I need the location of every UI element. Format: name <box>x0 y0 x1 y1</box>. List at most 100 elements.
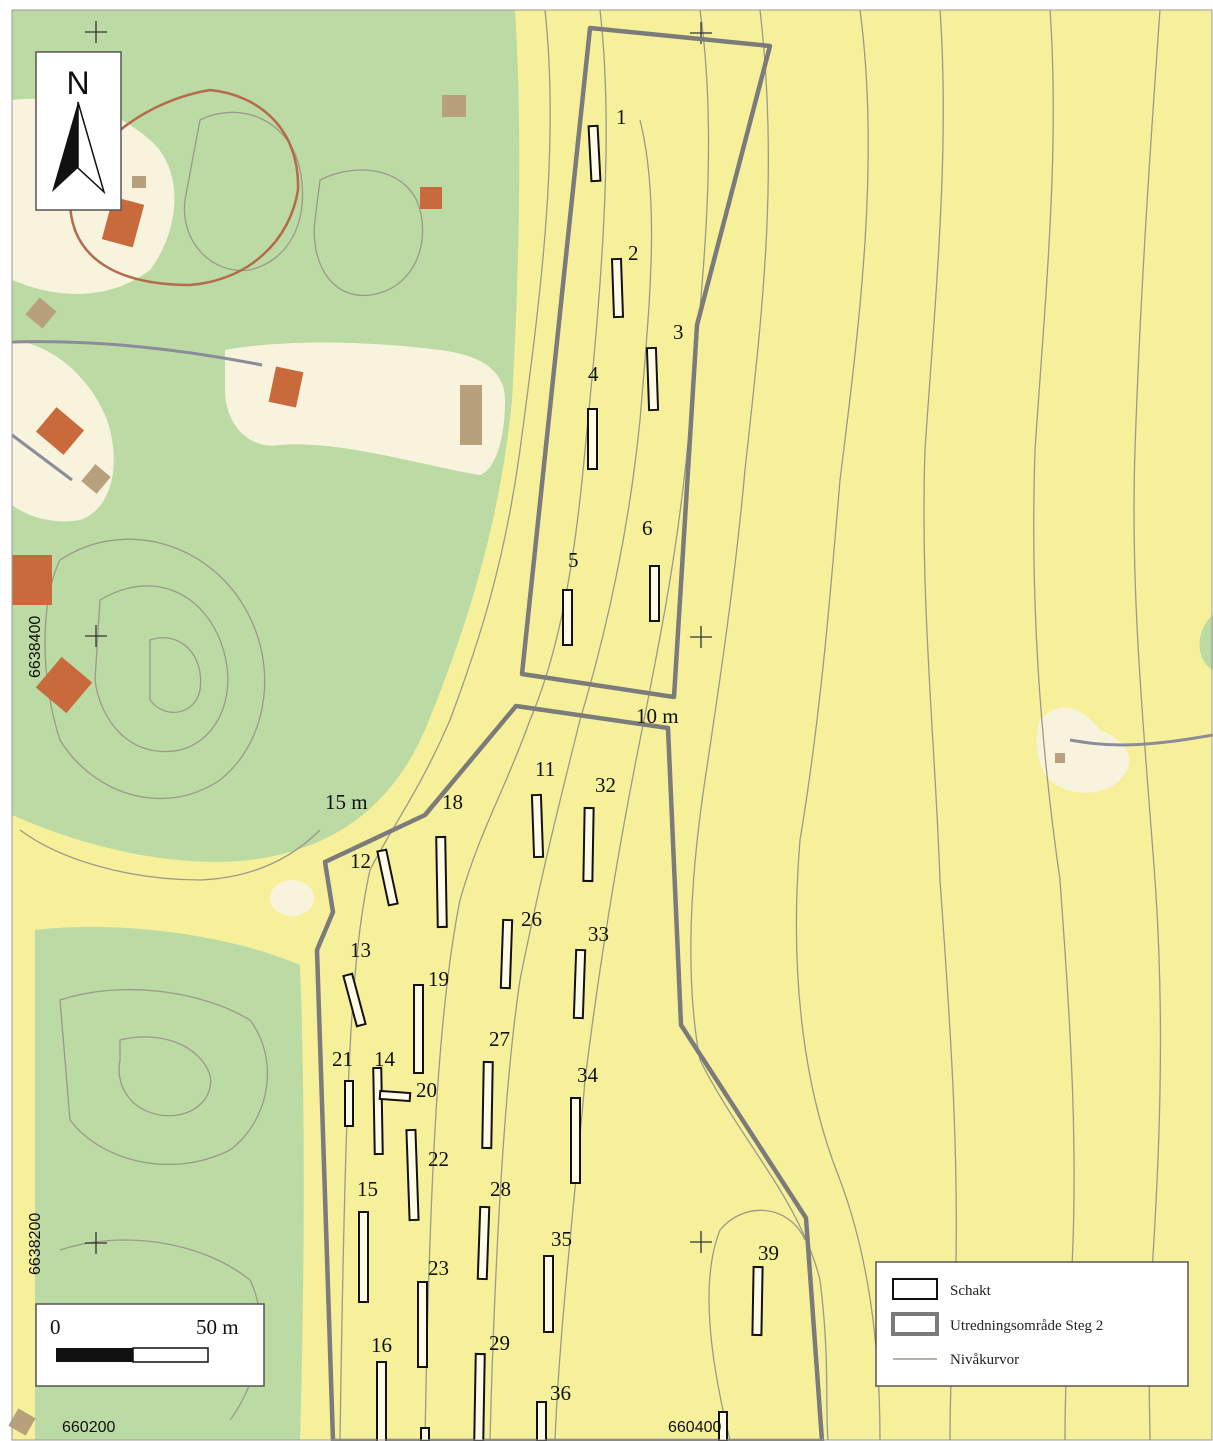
forest-edge-east <box>1199 615 1213 670</box>
trenches: 1234561112131415161819202122232627282932… <box>332 105 779 1441</box>
trench-label-21: 21 <box>332 1047 353 1071</box>
trench-label-2: 2 <box>628 241 639 265</box>
outbuilding <box>1055 753 1065 763</box>
trench-1[interactable] <box>587 124 602 183</box>
open-land-5 <box>270 880 314 916</box>
outbuilding <box>25 297 57 329</box>
trench-29[interactable] <box>473 1352 486 1441</box>
legend-label-area: Utredningsområde Steg 2 <box>950 1318 1103 1334</box>
coordinate-y-6638200: 6638200 <box>27 1213 44 1275</box>
trench-label-26: 26 <box>521 907 542 931</box>
trench-5[interactable] <box>562 589 573 646</box>
coordinate-x-660200: 660200 <box>62 1419 115 1436</box>
legend-swatch-trench <box>892 1278 938 1300</box>
coordinate-y-6638400: 6638400 <box>27 616 44 678</box>
scale-start-label: 0 <box>50 1315 61 1339</box>
trench-26[interactable] <box>499 918 514 990</box>
survey-area-north <box>519 25 773 700</box>
outbuilding <box>8 1408 36 1436</box>
trench-label-27: 27 <box>489 1027 510 1051</box>
north-arrow: N <box>35 51 122 211</box>
trench-label-12: 12 <box>350 849 371 873</box>
trench-15[interactable] <box>358 1211 369 1303</box>
outbuilding <box>442 95 466 117</box>
building <box>35 407 85 455</box>
scale-bar-white <box>132 1347 209 1363</box>
trench-6[interactable] <box>649 565 660 622</box>
trench-35[interactable] <box>543 1255 554 1333</box>
legend-swatch-area <box>891 1312 939 1336</box>
open-land-4 <box>1036 707 1130 793</box>
trench-33[interactable] <box>572 948 587 1020</box>
trench-19[interactable] <box>413 984 424 1074</box>
trench-label-35: 35 <box>551 1227 572 1251</box>
roads <box>11 340 1213 747</box>
building <box>420 187 442 209</box>
north-arrow-icon <box>52 102 78 192</box>
trench-label-1: 1 <box>616 105 627 129</box>
trench-23[interactable] <box>417 1281 428 1368</box>
trench-27[interactable] <box>481 1060 494 1150</box>
trench-label-22: 22 <box>428 1147 449 1171</box>
trench-32[interactable] <box>582 806 595 883</box>
trench-label-29: 29 <box>489 1331 510 1355</box>
trench-label-39: 39 <box>758 1241 779 1265</box>
legend-label-trench: Schakt <box>950 1283 992 1299</box>
trench-21[interactable] <box>344 1080 354 1127</box>
outbuilding <box>132 176 146 188</box>
trench-20[interactable] <box>378 1089 412 1103</box>
contour-label-10m: 10 m <box>636 704 679 728</box>
building <box>12 555 52 605</box>
trench-18[interactable] <box>435 835 448 929</box>
outbuilding <box>81 464 111 494</box>
trench-14[interactable] <box>372 1066 384 1156</box>
trench-12[interactable] <box>376 848 399 907</box>
trench-label-19: 19 <box>428 967 449 991</box>
trench-label-15: 15 <box>357 1177 378 1201</box>
trench-4[interactable] <box>587 408 598 470</box>
trench-3[interactable] <box>645 346 660 412</box>
trench-label-23: 23 <box>428 1256 449 1280</box>
trench-label-20: 20 <box>416 1078 437 1102</box>
trench-label-4: 4 <box>588 362 599 386</box>
trench-label-18: 18 <box>442 790 463 814</box>
buildings <box>8 95 1065 1436</box>
survey-area-south <box>314 703 825 1441</box>
trench-label-6: 6 <box>642 516 653 540</box>
contour-label-15m: 15 m <box>325 790 368 814</box>
scale-end-label: 50 m <box>196 1315 239 1339</box>
trench-label-32: 32 <box>595 773 616 797</box>
trench-11[interactable] <box>530 793 545 859</box>
north-letter: N <box>66 65 89 101</box>
trench-label-14: 14 <box>374 1047 396 1071</box>
north-arrow-outline <box>77 101 106 195</box>
trench-label-36: 36 <box>550 1381 571 1405</box>
trench-partial[interactable] <box>718 1411 728 1441</box>
building <box>35 656 93 714</box>
building <box>268 366 304 408</box>
map-frame <box>11 9 1213 1441</box>
trench-label-3: 3 <box>673 320 684 344</box>
trench-label-16: 16 <box>371 1333 392 1357</box>
scale-bar-box <box>35 1303 265 1387</box>
legend: Schakt Utredningsområde Steg 2 Nivåkurvo… <box>875 1261 1189 1387</box>
scale-bar-black <box>56 1348 133 1362</box>
scale-bar: 0 50 m <box>35 1303 265 1387</box>
legend-label-contour: Nivåkurvor <box>950 1352 1019 1368</box>
trench-36[interactable] <box>536 1401 547 1441</box>
trench-28[interactable] <box>476 1205 491 1281</box>
trench-partial[interactable] <box>420 1427 430 1441</box>
trench-label-34: 34 <box>577 1063 599 1087</box>
outbuilding <box>460 385 482 445</box>
trench-2[interactable] <box>610 257 625 319</box>
trench-label-33: 33 <box>588 922 609 946</box>
trench-34[interactable] <box>570 1097 581 1184</box>
trench-13[interactable] <box>342 972 367 1028</box>
trench-16[interactable] <box>376 1361 387 1441</box>
coordinate-x-660400: 660400 <box>668 1419 721 1436</box>
trench-39[interactable] <box>751 1265 764 1337</box>
trench-label-11: 11 <box>535 757 555 781</box>
trench-label-28: 28 <box>490 1177 511 1201</box>
trench-22[interactable] <box>405 1128 420 1222</box>
